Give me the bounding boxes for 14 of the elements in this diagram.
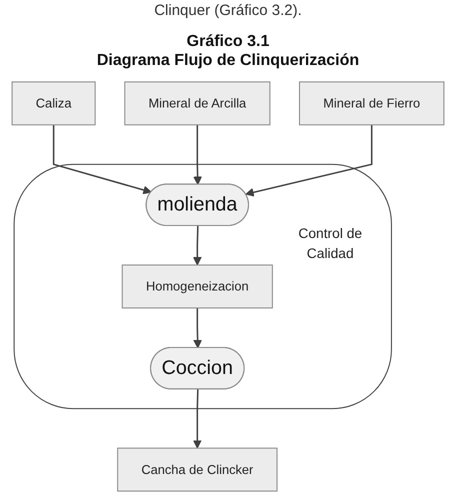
arrow (192, 389, 202, 449)
node-box: Homogeneizacion (122, 264, 273, 308)
node-box: Caliza (12, 81, 96, 126)
arrow (192, 226, 202, 266)
figure-number: Gráfico 3.1 (186, 32, 270, 51)
arrow (193, 308, 202, 348)
node-box: Mineral de Arcilla (124, 81, 270, 126)
arrow (193, 124, 202, 185)
body-text: Clinquer (Gráfico 3.2). (154, 2, 302, 19)
node-box: Mineral de Fierro (299, 81, 444, 126)
node-box: Cancha de Clincker (117, 448, 278, 492)
arrow (52, 124, 152, 194)
arrow (245, 124, 372, 197)
diagram-title: Diagrama Flujo de Clinquerización (96, 51, 360, 70)
